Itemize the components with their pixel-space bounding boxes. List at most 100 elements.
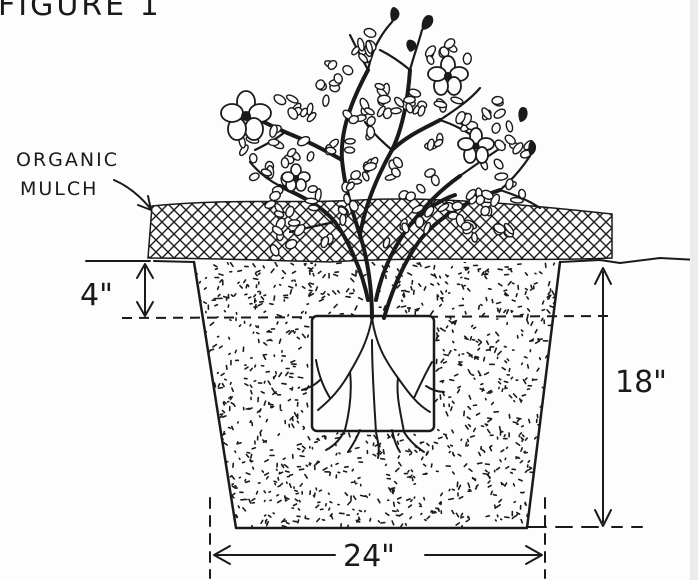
soil-speck <box>497 308 498 309</box>
soil-speck <box>525 453 527 454</box>
soil-speck <box>514 394 517 397</box>
soil-speck <box>276 372 277 374</box>
soil-speck <box>504 435 505 437</box>
soil-speck <box>468 272 469 273</box>
soil-speck <box>191 406 192 407</box>
soil-speck <box>192 363 194 364</box>
soil-speck <box>351 482 354 483</box>
soil-speck <box>280 285 281 286</box>
soil-speck <box>499 309 500 313</box>
soil-speck <box>260 293 261 295</box>
soil-speck <box>466 442 467 446</box>
soil-speck <box>422 303 423 305</box>
soil-speck <box>550 475 551 477</box>
soil-speck <box>556 367 560 369</box>
soil-speck <box>444 362 447 363</box>
soil-speck <box>226 513 227 514</box>
soil-speck <box>449 321 452 323</box>
soil-speck <box>274 481 276 482</box>
soil-speck <box>235 486 236 487</box>
soil-speck <box>263 355 266 356</box>
soil-speck <box>197 341 199 343</box>
soil-speck <box>295 413 297 417</box>
soil-speck <box>244 280 246 283</box>
soil-speck <box>505 361 507 363</box>
soil-speck <box>521 438 522 440</box>
soil-speck <box>394 502 395 506</box>
leaf <box>433 138 444 148</box>
soil-speck <box>217 498 219 499</box>
soil-speck <box>195 324 196 327</box>
soil-speck <box>443 350 444 351</box>
soil-speck <box>540 458 544 459</box>
soil-speck <box>240 325 241 326</box>
soil-speck <box>431 284 434 285</box>
soil-speck <box>403 295 404 297</box>
soil-speck <box>265 473 269 475</box>
soil-speck <box>499 379 500 380</box>
soil-speck <box>324 292 325 294</box>
soil-speck <box>328 294 329 295</box>
soil-speck <box>235 451 236 452</box>
soil-speck <box>217 373 218 374</box>
soil-speck <box>264 343 267 345</box>
soil-speck <box>358 514 359 515</box>
soil-speck <box>195 309 196 311</box>
soil-speck <box>461 517 464 518</box>
soil-speck <box>551 393 552 395</box>
soil-speck <box>378 499 380 503</box>
soil-speck <box>414 477 415 478</box>
soil-speck <box>541 467 543 470</box>
soil-speck <box>249 499 251 503</box>
soil-speck <box>557 403 559 405</box>
soil-speck <box>229 397 231 398</box>
soil-speck <box>194 385 195 388</box>
organic-mulch-layer <box>148 199 612 262</box>
soil-speck <box>519 479 522 480</box>
soil-speck <box>194 298 195 299</box>
soil-speck <box>419 262 421 266</box>
soil-speck <box>258 304 262 306</box>
soil-speck <box>257 492 258 494</box>
leaf <box>363 27 377 39</box>
soil-speck <box>302 287 304 289</box>
soil-speck <box>519 436 520 437</box>
soil-speck <box>213 345 217 347</box>
soil-speck <box>249 297 251 298</box>
leaf <box>450 96 464 105</box>
soil-speck <box>548 508 549 509</box>
soil-speck <box>382 266 383 268</box>
soil-speck <box>424 498 425 500</box>
soil-speck <box>204 407 207 410</box>
soil-speck <box>229 428 231 429</box>
soil-speck <box>303 334 306 337</box>
soil-speck <box>453 342 454 343</box>
soil-speck <box>205 374 206 377</box>
soil-speck <box>412 281 413 284</box>
soil-speck <box>437 328 438 331</box>
soil-speck <box>451 407 452 410</box>
soil-speck <box>275 263 277 267</box>
soil-speck <box>298 449 300 450</box>
soil-speck <box>308 437 310 440</box>
soil-speck <box>520 461 522 463</box>
soil-speck <box>256 271 260 273</box>
soil-speck <box>190 411 194 413</box>
soil-speck <box>293 521 296 522</box>
soil-speck <box>252 499 255 501</box>
soil-speck <box>411 287 412 290</box>
soil-speck <box>482 426 484 427</box>
soil-speck <box>552 349 553 350</box>
soil-speck <box>246 455 248 458</box>
soil-speck <box>440 305 442 307</box>
soil-speck <box>283 271 286 274</box>
soil-speck <box>345 493 347 495</box>
soil-speck <box>336 463 338 464</box>
soil-speck <box>392 488 395 489</box>
soil-speck <box>195 360 197 361</box>
soil-speck <box>334 305 337 308</box>
soil-speck <box>339 530 342 532</box>
soil-speck <box>364 275 366 276</box>
soil-speck <box>193 320 194 322</box>
soil-speck <box>556 462 558 465</box>
